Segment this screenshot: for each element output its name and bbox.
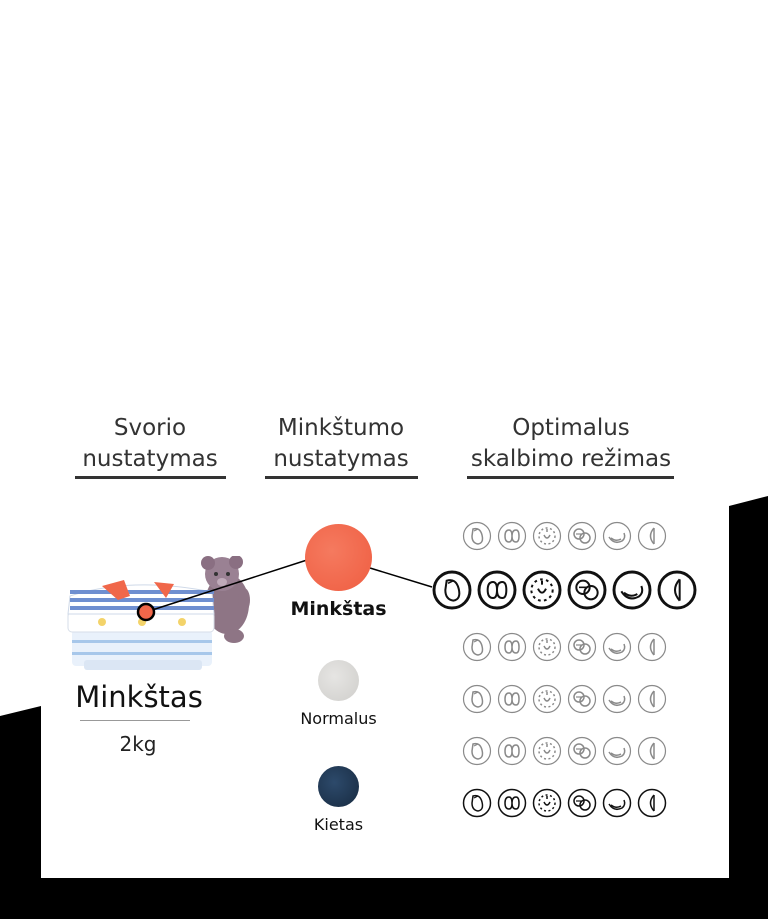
softness-swatch-soft[interactable] <box>305 524 372 591</box>
swing-icon <box>567 570 606 610</box>
tumble-icon <box>462 736 491 766</box>
stepping-icon <box>522 570 561 610</box>
scrubbing-icon <box>602 736 631 766</box>
rolling-icon <box>497 736 526 766</box>
motion-row <box>462 632 667 662</box>
tumble-icon <box>432 570 471 610</box>
tumble-icon <box>462 788 491 818</box>
softness-swatch-normal[interactable] <box>318 660 359 701</box>
scrubbing-icon <box>602 632 631 662</box>
stepping-icon <box>532 521 561 551</box>
scrubbing-icon <box>602 521 631 551</box>
softness-label-soft: Minkštas <box>290 598 387 620</box>
softness-heading: Minkštumo nustatymas <box>273 415 409 472</box>
weight-value: 2kg <box>119 732 157 756</box>
scrubbing-icon <box>602 684 631 714</box>
scrubbing-icon <box>602 788 631 818</box>
softness-label-normal: Normalus <box>300 709 377 728</box>
softness-swatch-hard[interactable] <box>318 766 359 807</box>
stepping-icon <box>532 632 561 662</box>
swing-icon <box>567 632 596 662</box>
laundry-type-label: Minkštas <box>75 680 203 714</box>
rolling-icon <box>497 632 526 662</box>
laundry-marker-icon <box>136 602 156 622</box>
tumble-icon <box>462 632 491 662</box>
swing-icon <box>567 788 596 818</box>
motion-row-selected <box>432 570 697 610</box>
stepping-icon <box>532 736 561 766</box>
laundry-type-divider <box>80 720 190 721</box>
rolling-icon <box>497 788 526 818</box>
filtration-icon <box>637 521 666 551</box>
tumble-icon <box>462 521 491 551</box>
stepping-icon <box>532 788 561 818</box>
softness-label-hard: Kietas <box>313 815 364 834</box>
motion-row <box>462 736 667 766</box>
stepping-icon <box>532 684 561 714</box>
filtration-icon <box>637 736 666 766</box>
mode-heading: Optimalus skalbimo režimas <box>470 415 672 472</box>
swing-icon <box>567 736 596 766</box>
filtration-icon <box>637 684 666 714</box>
swing-icon <box>567 684 596 714</box>
motion-row <box>462 521 667 551</box>
weight-heading: Svorio nustatymas <box>82 415 218 472</box>
swing-icon <box>567 521 596 551</box>
rolling-icon <box>497 521 526 551</box>
filtration-icon <box>657 570 696 610</box>
softness-heading-underline <box>265 476 418 479</box>
filtration-icon <box>637 788 666 818</box>
mode-heading-underline <box>467 476 674 479</box>
filtration-icon <box>637 632 666 662</box>
weight-heading-underline <box>75 476 226 479</box>
rolling-icon <box>477 570 516 610</box>
tumble-icon <box>462 684 491 714</box>
motion-row <box>462 788 667 818</box>
motion-row <box>462 684 667 714</box>
scrubbing-icon <box>612 570 651 610</box>
rolling-icon <box>497 684 526 714</box>
